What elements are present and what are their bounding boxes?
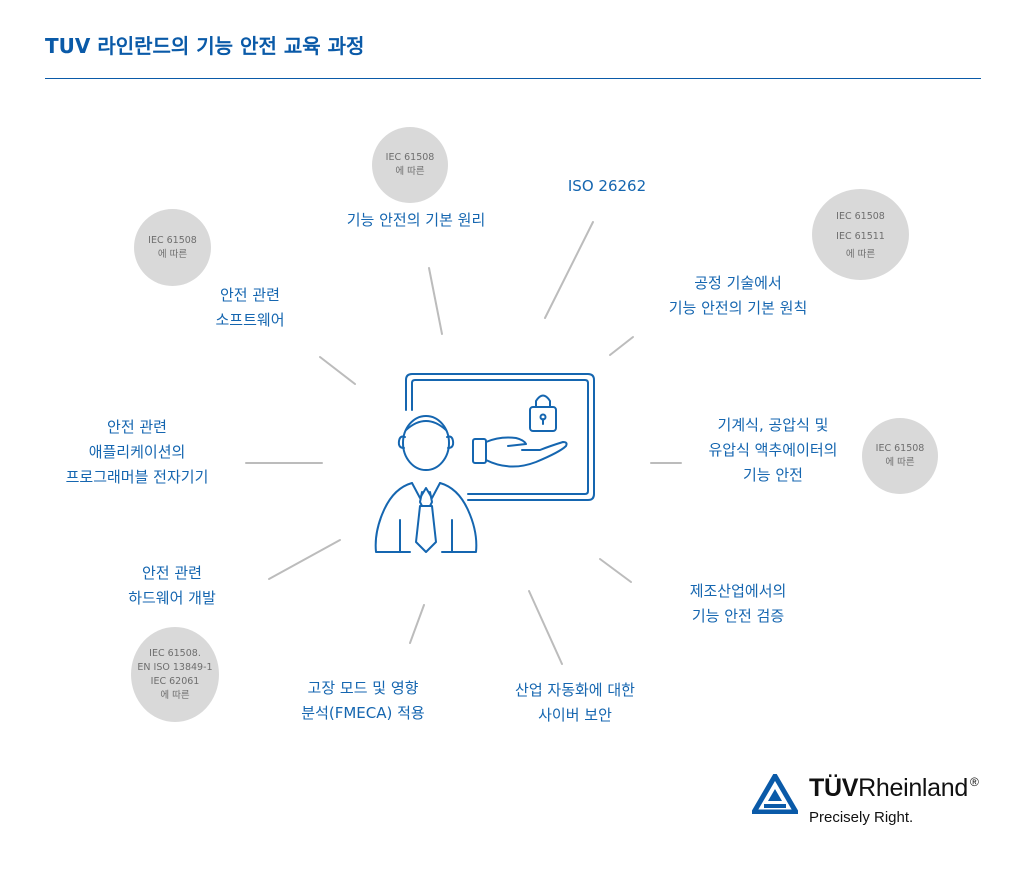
standard-badge: IEC 61508 에 따른: [134, 209, 211, 286]
logo-tagline: Precisely Right.: [809, 809, 914, 826]
title-divider: [45, 78, 981, 79]
connector-line: [428, 267, 443, 335]
topic-manufacturing-verification: 제조산업에서의 기능 안전 검증: [689, 582, 787, 625]
tuv-triangle-icon: [752, 774, 798, 814]
instructor-at-whiteboard-icon: [374, 373, 595, 553]
page-title: TUV 라인란드의 기능 안전 교육 과정: [45, 34, 365, 58]
topic-safety-hardware: 안전 관련 하드웨어 개발: [128, 564, 216, 607]
topic-fmeca: 고장 모드 및 영향 분석(FMECA) 적용: [301, 679, 425, 722]
topic-programmable-electronics: 안전 관련 애플리케이션의 프로그래머블 전자기기: [65, 418, 209, 486]
connector-line: [528, 590, 563, 665]
connector-line: [268, 539, 341, 580]
connector-line: [409, 604, 425, 644]
topic-safety-software: 안전 관련 소프트웨어: [215, 286, 285, 329]
standard-badge: IEC 61508. EN ISO 13849-1 IEC 62061 에 따른: [131, 627, 219, 722]
connector-line: [544, 221, 594, 319]
connector-line: [609, 336, 634, 356]
topic-functional-safety-basics: 기능 안전의 기본 원리: [346, 211, 486, 229]
standard-badge: IEC 61508 에 따른: [372, 127, 448, 203]
tuv-rheinland-logo: TÜVRheinland® Precisely Right.: [752, 768, 992, 838]
topic-iso-26262: ISO 26262: [567, 177, 647, 195]
logo-wordmark: TÜVRheinland®: [809, 774, 979, 802]
topic-process-technology: 공정 기술에서 기능 안전의 기본 원칙: [668, 274, 808, 317]
standard-badge: IEC 61508 에 따른: [862, 418, 938, 494]
connector-line: [319, 356, 356, 385]
topic-actuators: 기계식, 공압식 및 유압식 액추에이터의 기능 안전: [708, 416, 838, 484]
connector-line: [599, 558, 632, 583]
topic-cyber-security: 산업 자동화에 대한 사이버 보안: [515, 681, 635, 724]
standard-badge: IEC 61508 IEC 61511 에 따른: [812, 189, 909, 280]
